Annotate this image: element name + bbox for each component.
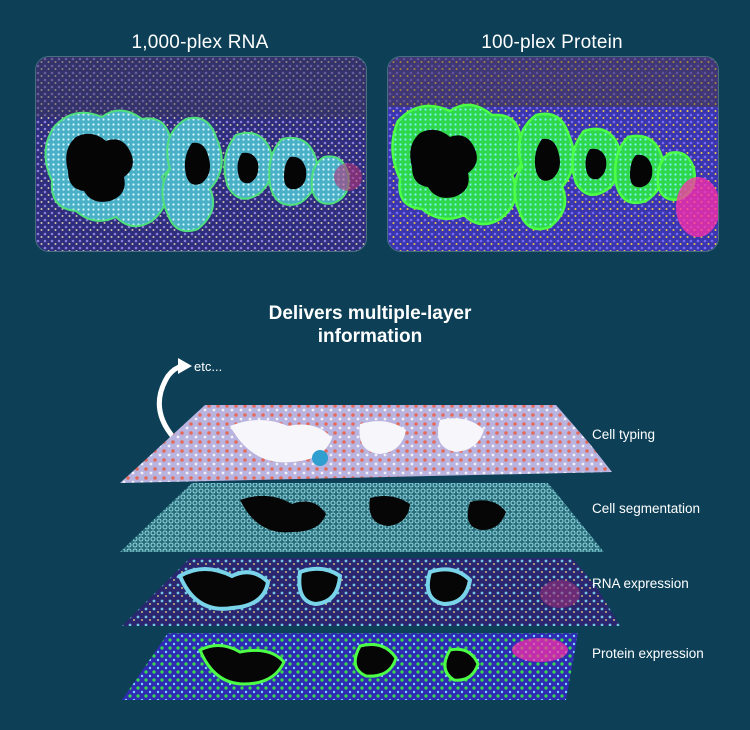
layer-label-cell-typing: Cell typing <box>592 427 656 442</box>
layer-label-rna-expression: RNA expression <box>592 576 689 591</box>
rna-expression-layer <box>122 558 620 626</box>
etc-label: etc... <box>194 359 223 374</box>
rna-tissue-image <box>35 56 367 252</box>
rna-panel-title: 1,000-plex RNA <box>131 32 269 53</box>
headline-line-1: Delivers multiple-layer <box>268 303 472 324</box>
cell-typing-layer <box>120 405 612 483</box>
protein-tissue-image <box>387 56 719 252</box>
headline-line-2: information <box>317 326 423 347</box>
layer-stack-diagram <box>120 358 620 700</box>
diagram-headline: Delivers multiple-layer information <box>200 302 540 348</box>
layer-label-protein-expression: Protein expression <box>592 646 704 661</box>
protein-expression-layer <box>122 633 578 700</box>
curved-arrow-icon <box>156 363 185 441</box>
layer-label-cell-segmentation: Cell segmentation <box>592 501 701 516</box>
cell-segmentation-layer <box>120 483 604 552</box>
protein-panel-title: 100-plex Protein <box>481 32 623 53</box>
